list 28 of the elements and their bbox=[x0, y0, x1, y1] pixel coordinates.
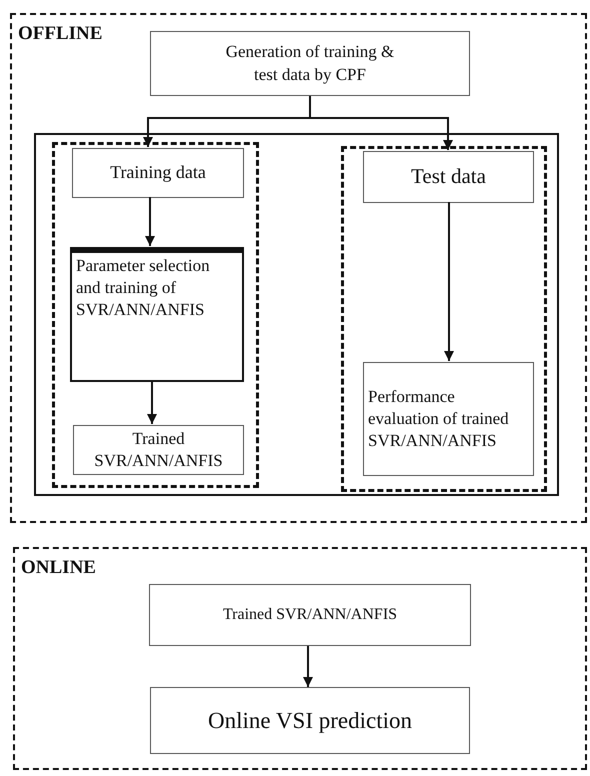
process-box bbox=[363, 362, 534, 476]
online-panel bbox=[13, 547, 587, 770]
box-label: Training data bbox=[109, 161, 207, 184]
group-frame bbox=[341, 146, 547, 492]
arrow bbox=[145, 197, 155, 246]
section-heading: ONLINE bbox=[21, 557, 96, 579]
process-box bbox=[149, 584, 471, 646]
box-label: Generation of training & test data by CPF bbox=[224, 41, 396, 86]
arrow bbox=[309, 96, 453, 150]
process-box bbox=[363, 151, 534, 203]
arrow bbox=[147, 381, 157, 424]
group-frame bbox=[34, 133, 559, 496]
box-label: Parameter selection and training of SVR/ANN/ANFIS bbox=[76, 255, 211, 322]
arrow bbox=[444, 202, 454, 361]
arrow bbox=[303, 646, 313, 687]
box-label: Trained SVR/ANN/ANFIS bbox=[222, 604, 398, 625]
box-label: Test data bbox=[410, 163, 487, 190]
box-label: Trained SVR/ANN/ANFIS bbox=[93, 428, 224, 472]
offline-panel bbox=[10, 13, 587, 523]
group-frame bbox=[52, 142, 259, 488]
process-box bbox=[72, 148, 244, 198]
process-box bbox=[150, 31, 470, 96]
process-box bbox=[70, 247, 244, 382]
box-label: Performance evaluation of trained SVR/ANN/ANFIS bbox=[368, 386, 510, 452]
section-heading: OFFLINE bbox=[18, 23, 102, 45]
box-label: Online VSI prediction bbox=[207, 706, 413, 735]
process-box bbox=[150, 687, 470, 754]
process-box bbox=[73, 425, 244, 475]
